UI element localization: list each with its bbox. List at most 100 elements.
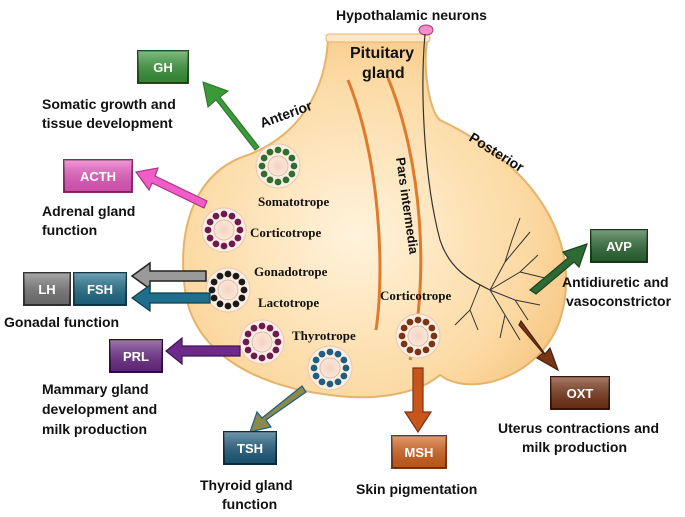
cell-granule <box>274 338 282 346</box>
label-lactotrope: Lactotrope <box>258 295 319 310</box>
cell-granule <box>232 300 240 308</box>
cell-granule <box>266 352 274 360</box>
gland-body <box>182 37 568 399</box>
cell-granule <box>326 380 334 388</box>
cell-granule <box>244 346 252 354</box>
cell-granule <box>240 286 248 294</box>
stalk-cap <box>325 33 431 43</box>
cell-granule <box>334 350 342 358</box>
cell-granule <box>258 322 266 330</box>
gland-label-line2: gland <box>362 65 405 82</box>
cell-granule <box>428 324 436 332</box>
cell-granule <box>210 278 218 286</box>
cell-nucleus <box>319 357 341 379</box>
cells <box>201 143 441 391</box>
function-acth-line1: Adrenal gland <box>42 203 135 219</box>
cell-granule <box>212 212 220 220</box>
hormone-oxt: OXT <box>567 386 594 401</box>
cell-granule <box>326 348 334 356</box>
cell-granule <box>422 318 430 326</box>
cell-granule <box>282 176 290 184</box>
cell-granule <box>422 346 430 354</box>
cell-granule <box>272 330 280 338</box>
box-acth: ACTH <box>63 159 133 193</box>
arrow-fsh <box>130 283 211 313</box>
hormone-prl: PRL <box>123 349 149 364</box>
cell-granule <box>334 378 342 386</box>
cell-granule <box>206 234 214 242</box>
hormone-avp: AVP <box>606 239 632 254</box>
cell-granule <box>318 350 326 358</box>
cell-granule <box>266 324 274 332</box>
hormone-acth: ACTH <box>80 169 116 184</box>
cell-granule <box>282 148 290 156</box>
cell-granule <box>260 170 268 178</box>
cell-granule <box>210 294 218 302</box>
cell-granule <box>414 348 422 356</box>
arrow-prl <box>165 336 241 366</box>
function-gonadal: Gonadal function <box>4 314 119 330</box>
cell-granule <box>228 212 236 220</box>
neuron-axon <box>422 33 491 291</box>
cell-granule <box>342 364 350 372</box>
arrow-oxt <box>518 319 560 372</box>
cell-granule <box>400 324 408 332</box>
hypothalamic-neuron <box>418 24 546 341</box>
cell-granule <box>236 226 244 234</box>
cell-granule <box>244 330 252 338</box>
function-prl-line1: Mammary gland <box>42 381 149 397</box>
cell-granule <box>312 356 320 364</box>
box-gh: GH <box>137 50 189 84</box>
function-gh-line1: Somatic growth and <box>42 96 176 112</box>
cell-granule <box>398 332 406 340</box>
cell-nucleus <box>251 331 273 353</box>
cell-granule <box>406 318 414 326</box>
neuron-soma <box>418 24 434 36</box>
cell-corticotrope-intermedia <box>395 313 441 359</box>
arrow-msh <box>403 367 433 434</box>
cell-granule <box>224 302 232 310</box>
arrow-lh <box>130 261 207 291</box>
function-msh: Skin pigmentation <box>356 481 477 497</box>
arrow-tsh <box>249 385 307 433</box>
function-oxt-line1: Uterus contractions and <box>498 420 659 436</box>
cell-somatotrope <box>255 143 301 189</box>
cell-granule <box>208 286 216 294</box>
cell-corticotrope <box>201 207 247 253</box>
function-gh-line2: tissue development <box>42 115 173 131</box>
cell-granule <box>414 316 422 324</box>
cell-granule <box>340 372 348 380</box>
cell-granule <box>216 272 224 280</box>
cell-lactotrope <box>239 319 285 365</box>
cell-granule <box>430 332 438 340</box>
cell-granule <box>216 300 224 308</box>
hormone-gh: GH <box>153 60 173 75</box>
cell-granule <box>274 146 282 154</box>
cell-granule <box>428 340 436 348</box>
cell-granule <box>228 240 236 248</box>
box-msh: MSH <box>391 435 447 469</box>
cell-granule <box>220 210 228 218</box>
cell-gonadotrope <box>205 267 251 313</box>
cell-granule <box>204 226 212 234</box>
cell-granule <box>266 176 274 184</box>
label-thyrotrope: Thyrotrope <box>292 328 356 343</box>
arrows <box>130 81 588 434</box>
pars-intermedia-left-line <box>346 79 382 331</box>
cell-granule <box>234 218 242 226</box>
cell-granule <box>238 294 246 302</box>
label-gonadotrope: Gonadotrope <box>254 264 328 279</box>
cell-granule <box>266 148 274 156</box>
box-lh: LH <box>23 272 71 306</box>
cell-granule <box>242 338 250 346</box>
cell-nucleus <box>213 219 235 241</box>
box-prl: PRL <box>109 339 163 373</box>
cell-granule <box>406 346 414 354</box>
cell-granule <box>250 352 258 360</box>
box-oxt: OXT <box>550 376 610 410</box>
cell-thyrotrope <box>307 345 353 391</box>
box-fsh: FSH <box>73 272 127 306</box>
arrow-avp <box>529 243 588 295</box>
cell-granule <box>272 346 280 354</box>
cell-granule <box>258 162 266 170</box>
